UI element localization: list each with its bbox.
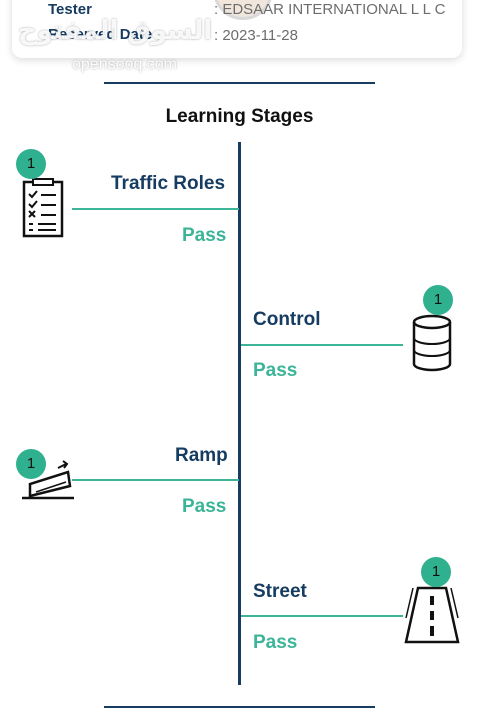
stage-count-badge: 1	[421, 557, 451, 587]
stage-count-badge: 1	[16, 149, 46, 179]
stage-title: Ramp	[175, 445, 228, 466]
road-icon	[404, 586, 460, 644]
date-value: : 2023-11-28	[214, 27, 298, 44]
watermark-latin: opensooq.com	[72, 56, 177, 73]
stage-connector	[241, 615, 403, 617]
divider-top	[104, 82, 375, 84]
section-title: Learning Stages	[165, 106, 314, 127]
stage-connector	[241, 344, 403, 346]
tester-value: : EDSAAR INTERNATIONAL L L C	[214, 1, 446, 18]
stage-title: Street	[253, 581, 307, 602]
stage-status: Pass	[182, 496, 227, 517]
checklist-icon	[22, 178, 64, 238]
stage-count-badge: 1	[423, 285, 453, 315]
stage-status: Pass	[253, 632, 298, 653]
stage-status: Pass	[182, 225, 227, 246]
barrel-icon	[412, 314, 452, 372]
timeline-axis	[238, 142, 241, 685]
stage-count-badge: 1	[16, 449, 46, 479]
stage-title: Traffic Roles	[111, 173, 226, 194]
watermark-arabic: السوق المفتوح	[18, 16, 213, 46]
divider-bottom	[104, 706, 375, 708]
stage-status: Pass	[253, 360, 298, 381]
ramp-icon	[22, 460, 74, 500]
stage-connector	[72, 479, 239, 481]
date-label: Reserved Date	[48, 26, 153, 43]
stage-title: Control	[253, 309, 321, 330]
tester-label: Tester	[48, 1, 92, 18]
stage-connector	[72, 208, 239, 210]
